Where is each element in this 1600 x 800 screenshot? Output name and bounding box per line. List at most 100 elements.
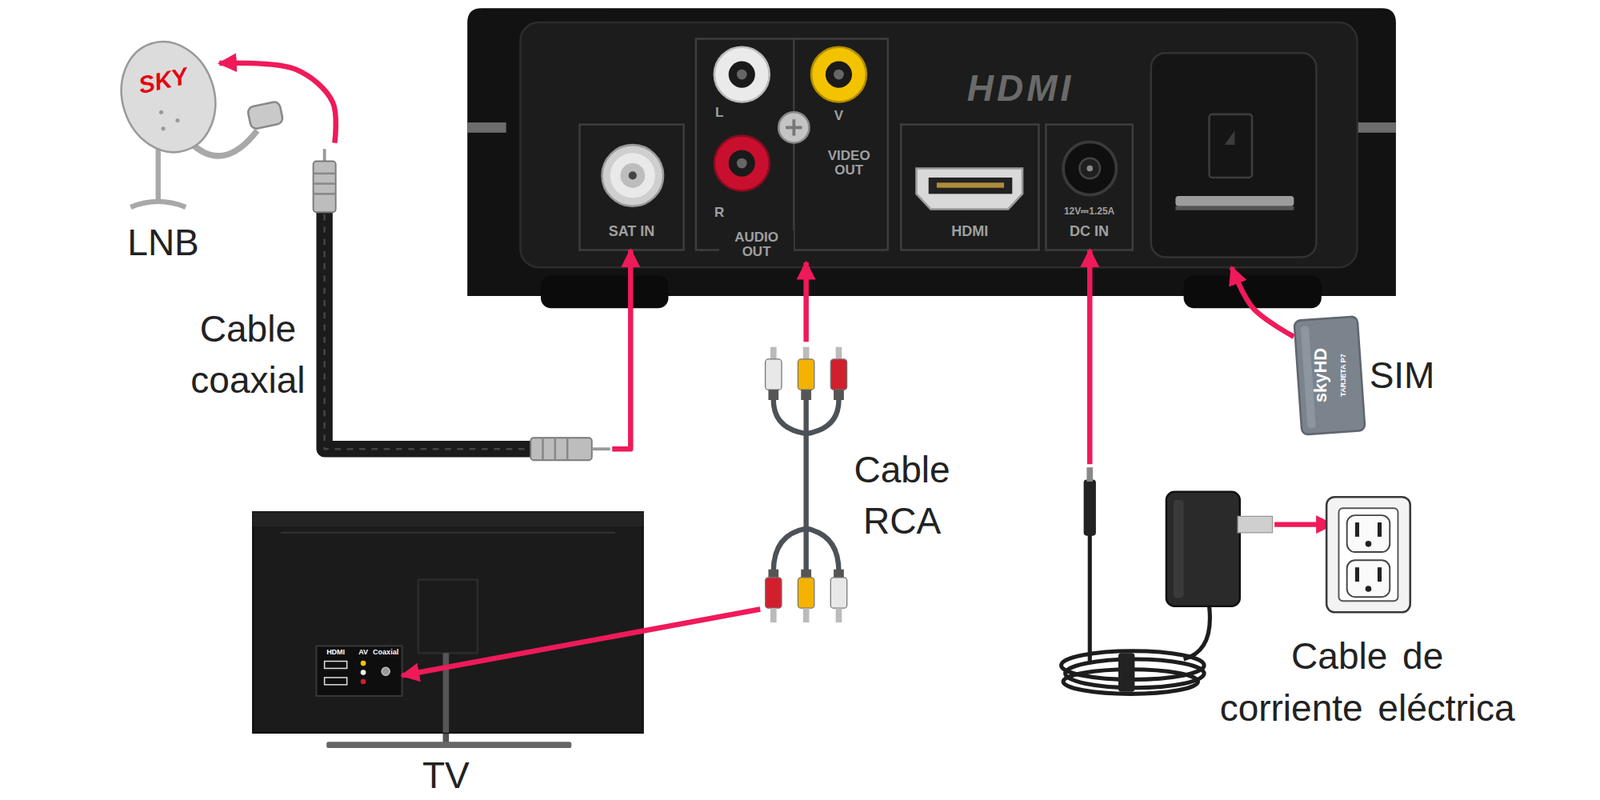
sim-card: skyHD TARJETA P7 SIM (1293, 311, 1439, 439)
tv-hdmi-port (324, 677, 348, 685)
rca-cable: Cable RCA (760, 341, 955, 628)
power-cord-strap (1118, 652, 1135, 692)
rca-jack-red (714, 136, 770, 192)
rca-wire (806, 528, 840, 572)
rca-plug-white (765, 359, 782, 390)
power-adapter: Cable de corriente eléctrica (1061, 464, 1532, 738)
adapter-body (1166, 492, 1240, 607)
coax-connector-ring (313, 182, 336, 185)
port-label: HDMI (948, 223, 991, 240)
port-box: 12V⎓1.25A DC IN (1045, 124, 1132, 251)
sim-compartment (1151, 52, 1317, 257)
connector-arrow (219, 63, 336, 144)
tv-av-jack (360, 660, 367, 667)
card-brand: skyHD (1310, 348, 1331, 403)
pin-label: V (834, 108, 844, 124)
coax-pin (592, 447, 611, 451)
port-label: AUDIO OUT (719, 230, 794, 260)
port-label: DC IN (1067, 223, 1112, 240)
port-label: VIDEO OUT (815, 148, 883, 178)
rating-label: 12V⎓1.25A (1064, 206, 1115, 218)
rca-plug-tip (770, 608, 777, 623)
rca-jack-hole (728, 150, 756, 177)
connector-arrow (1087, 249, 1093, 464)
dc-jack (1063, 141, 1116, 195)
outlet-ground (1365, 585, 1372, 592)
f-connector (620, 163, 646, 188)
connector-arrow (1232, 267, 1295, 337)
pin-label: L (715, 104, 724, 121)
part-label: SIM (1369, 355, 1436, 396)
part-label: LNB (127, 222, 199, 264)
rca-jack-hole (728, 61, 756, 88)
outlet-slot (1377, 522, 1382, 537)
coax-connector-ring (313, 172, 336, 176)
tv-hdmi-port (324, 661, 348, 669)
screw (778, 112, 809, 143)
dish-rivet (175, 118, 180, 123)
port-frame (900, 124, 1039, 251)
power-cord (1184, 606, 1211, 660)
receiver-strip (467, 122, 506, 133)
coax-connector-ring (566, 437, 569, 460)
part-label: Cable RCA (852, 444, 952, 548)
tv-stand-base (326, 741, 572, 748)
port-frame (1045, 124, 1132, 251)
brand-logo: SKY (136, 62, 191, 100)
receiver-foot (1184, 275, 1322, 308)
tv-port-panel: HDMIAVCoaxial (316, 645, 402, 696)
dc-jack-pin (1086, 165, 1093, 172)
rca-plug-white (830, 577, 847, 608)
f-connector-pin (628, 171, 637, 180)
hdmi-port-hole (928, 177, 1013, 194)
receiver-panel: HDMISAT INLRAUDIO OUTVVIDEO OUTHDMI12V⎓1… (520, 22, 1358, 268)
tv-mount (418, 579, 478, 653)
receiver-body (467, 8, 1396, 296)
port-frame (696, 38, 888, 250)
rca-jack-hole (825, 61, 852, 88)
f-connector (602, 144, 664, 207)
rca-plug-boot (768, 389, 779, 400)
pin-label: R (714, 204, 724, 221)
rca-plug-yellow (797, 359, 814, 390)
receiver-panel (520, 22, 1358, 268)
dish-reflector (107, 29, 230, 165)
dc-jack (1079, 158, 1100, 180)
tv-back-line (280, 532, 616, 535)
rca-wire (803, 528, 808, 572)
sim-icon (1224, 130, 1236, 145)
adapter-prong (1237, 516, 1272, 532)
tv-back (252, 512, 643, 733)
coax-connector-ring (554, 437, 557, 460)
port-group: L R AUDIO OUT V VIDEO OUT (696, 38, 888, 262)
outlet-slot (1355, 567, 1360, 582)
coax-connector-ring (541, 437, 544, 460)
port-frame (792, 38, 796, 250)
rca-plug-red (830, 359, 847, 390)
dish-rivet (161, 126, 166, 131)
dish-antenna: SKY LNB (117, 38, 220, 266)
screw-slot (792, 119, 796, 136)
rca-jack-yellow (811, 47, 867, 103)
dish-rivet (159, 110, 164, 115)
coaxial-cable: Cable coaxial (186, 143, 612, 465)
outlet-ground (1365, 540, 1372, 548)
sim-slot (1175, 196, 1294, 207)
rca-wire (773, 528, 807, 572)
connector-arrow (612, 249, 631, 449)
card-model: TARJETA P7 (1338, 354, 1347, 397)
rca-plug-tip (803, 608, 810, 623)
tv-av-jack (360, 669, 367, 676)
tv-stand (443, 643, 450, 746)
adapter-highlight (1173, 500, 1184, 598)
lnb-head (247, 100, 284, 130)
connector-arrow (803, 262, 809, 342)
tv-back-band (252, 512, 643, 527)
outlet-slot (1377, 567, 1382, 582)
wall-outlet (1326, 496, 1411, 612)
outlet-plate (1338, 508, 1398, 601)
dish-pole (156, 143, 161, 203)
rca-plug-tip (836, 608, 843, 623)
port-label: SAT IN (606, 223, 658, 240)
